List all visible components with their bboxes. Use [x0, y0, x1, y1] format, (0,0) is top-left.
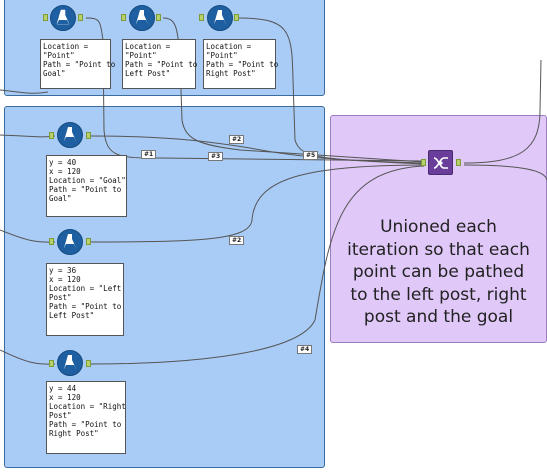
tool-annotation: Location = "Point" Path = "Point to Left… — [122, 39, 197, 89]
flask-icon[interactable] — [129, 5, 155, 31]
union-icon[interactable] — [428, 150, 453, 175]
output-port[interactable] — [78, 14, 83, 21]
flask-icon[interactable] — [50, 5, 76, 31]
tool-annotation: y = 36 x = 120 Location = "Left Post" Pa… — [46, 263, 124, 336]
input-port[interactable] — [121, 14, 126, 21]
tool-annotation: y = 40 x = 120 Location = "Goal" Path = … — [46, 155, 127, 217]
tool-annotation: y = 44 x = 120 Location = "Right Post" P… — [46, 381, 126, 454]
connection-label: #3 — [208, 152, 224, 161]
flask-icon[interactable] — [207, 5, 233, 31]
tool-annotation: Location = "Point" Path = "Point to Righ… — [203, 39, 278, 89]
tool-annotation: Location = "Point" Path = "Point to Goal… — [40, 39, 115, 89]
output-port[interactable] — [86, 238, 91, 245]
union-output-port[interactable] — [456, 159, 461, 166]
union-annotation: Unioned each iteration so that each poin… — [347, 217, 530, 327]
output-port[interactable] — [86, 132, 91, 139]
input-port[interactable] — [199, 14, 204, 21]
flask-icon[interactable] — [57, 229, 83, 255]
input-port[interactable] — [49, 360, 54, 367]
output-port[interactable] — [234, 14, 239, 21]
input-port[interactable] — [49, 132, 54, 139]
union-container[interactable]: Unioned each iteration so that each poin… — [330, 115, 547, 343]
connection-label: #5 — [303, 151, 319, 160]
connection-label: #1 — [141, 150, 157, 159]
union-input-port[interactable] — [421, 159, 426, 166]
flask-icon[interactable] — [57, 350, 83, 376]
flask-icon[interactable] — [57, 122, 83, 148]
output-port[interactable] — [86, 360, 91, 367]
connection-label: #2 — [229, 135, 245, 144]
input-port[interactable] — [49, 238, 54, 245]
connection-label: #4 — [297, 345, 313, 354]
input-port[interactable] — [43, 14, 48, 21]
output-port[interactable] — [156, 14, 161, 21]
connection-label: #2 — [229, 236, 245, 245]
